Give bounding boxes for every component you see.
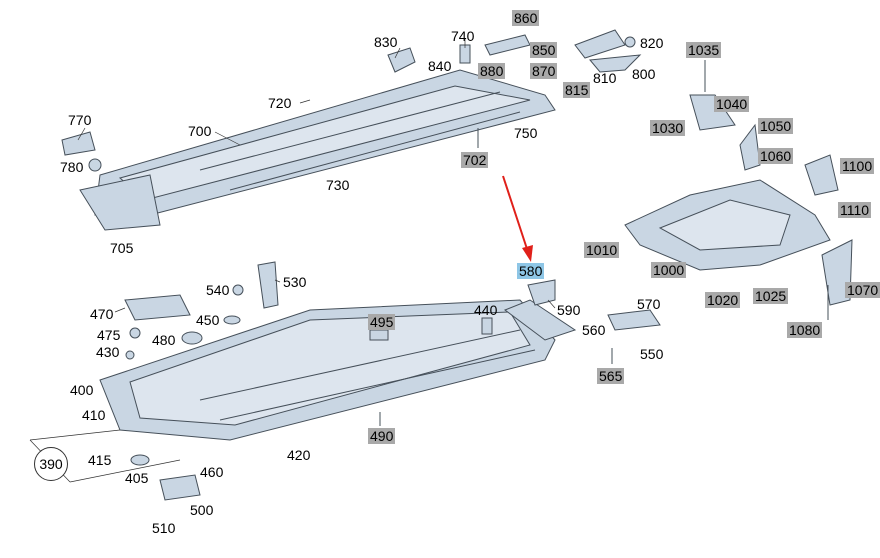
part-label-410: 410 [82, 407, 106, 423]
part-label-830: 830 [374, 34, 398, 50]
part-label-700: 700 [188, 123, 212, 139]
part-label-565: 565 [597, 368, 625, 384]
part-label-1020: 1020 [705, 292, 741, 308]
part-label-730: 730 [326, 177, 350, 193]
part-label-810: 810 [593, 70, 617, 86]
part-label-1110: 1110 [838, 202, 872, 218]
part-label-500: 500 [190, 502, 214, 518]
part-label-580: 580 [517, 263, 545, 279]
part-label-495: 495 [368, 314, 396, 330]
part-label-540: 540 [206, 282, 230, 298]
part-label-840: 840 [428, 58, 452, 74]
part-label-440: 440 [474, 302, 498, 318]
part-label-530: 530 [283, 274, 307, 290]
part-label-780: 780 [60, 159, 84, 175]
part-label-1040: 1040 [714, 96, 750, 112]
upper-underbody-panel [79, 69, 556, 231]
part-label-490: 490 [368, 428, 396, 444]
part-label-450: 450 [196, 312, 220, 328]
part-label-460: 460 [200, 464, 224, 480]
lower-underbody-panel [99, 299, 577, 441]
part-label-560: 560 [582, 322, 606, 338]
part-label-740: 740 [451, 28, 475, 44]
part-label-405: 405 [125, 470, 149, 486]
part-label-590: 590 [557, 302, 581, 318]
part-label-570: 570 [637, 296, 661, 312]
part-label-705: 705 [110, 240, 134, 256]
part-label-702: 702 [461, 152, 489, 168]
part-label-420: 420 [287, 447, 311, 463]
part-label-1030: 1030 [650, 120, 686, 136]
part-label-750: 750 [514, 125, 538, 141]
part-label-850: 850 [530, 42, 558, 58]
part-label-1010: 1010 [584, 242, 620, 258]
part-label-1035: 1035 [686, 42, 722, 58]
part-label-860: 860 [512, 10, 540, 26]
part-label-1070: 1070 [845, 282, 880, 298]
part-label-720: 720 [268, 95, 292, 111]
part-label-470: 470 [90, 306, 114, 322]
part-label-415: 415 [88, 452, 112, 468]
part-label-390: 390 [34, 447, 68, 481]
part-label-1000: 1000 [651, 262, 687, 278]
part-label-1100: 1100 [840, 158, 875, 174]
part-label-1060: 1060 [758, 148, 794, 164]
part-label-770: 770 [68, 112, 92, 128]
part-label-430: 430 [96, 344, 120, 360]
part-label-400: 400 [70, 382, 94, 398]
part-label-550: 550 [640, 346, 664, 362]
part-label-480: 480 [152, 332, 176, 348]
part-label-1080: 1080 [787, 322, 823, 338]
red-arrow [502, 175, 533, 262]
part-label-880: 880 [478, 63, 506, 79]
part-label-870: 870 [530, 63, 558, 79]
upper-brackets [387, 29, 642, 73]
part-label-475: 475 [97, 327, 121, 343]
part-label-1025: 1025 [753, 288, 789, 304]
part-label-510: 510 [152, 520, 176, 536]
part-label-815: 815 [563, 82, 591, 98]
part-label-800: 800 [632, 66, 656, 82]
part-label-820: 820 [640, 35, 664, 51]
part-label-1050: 1050 [758, 118, 794, 134]
wheel-arch-liner [624, 60, 853, 320]
left-brackets [61, 128, 661, 501]
